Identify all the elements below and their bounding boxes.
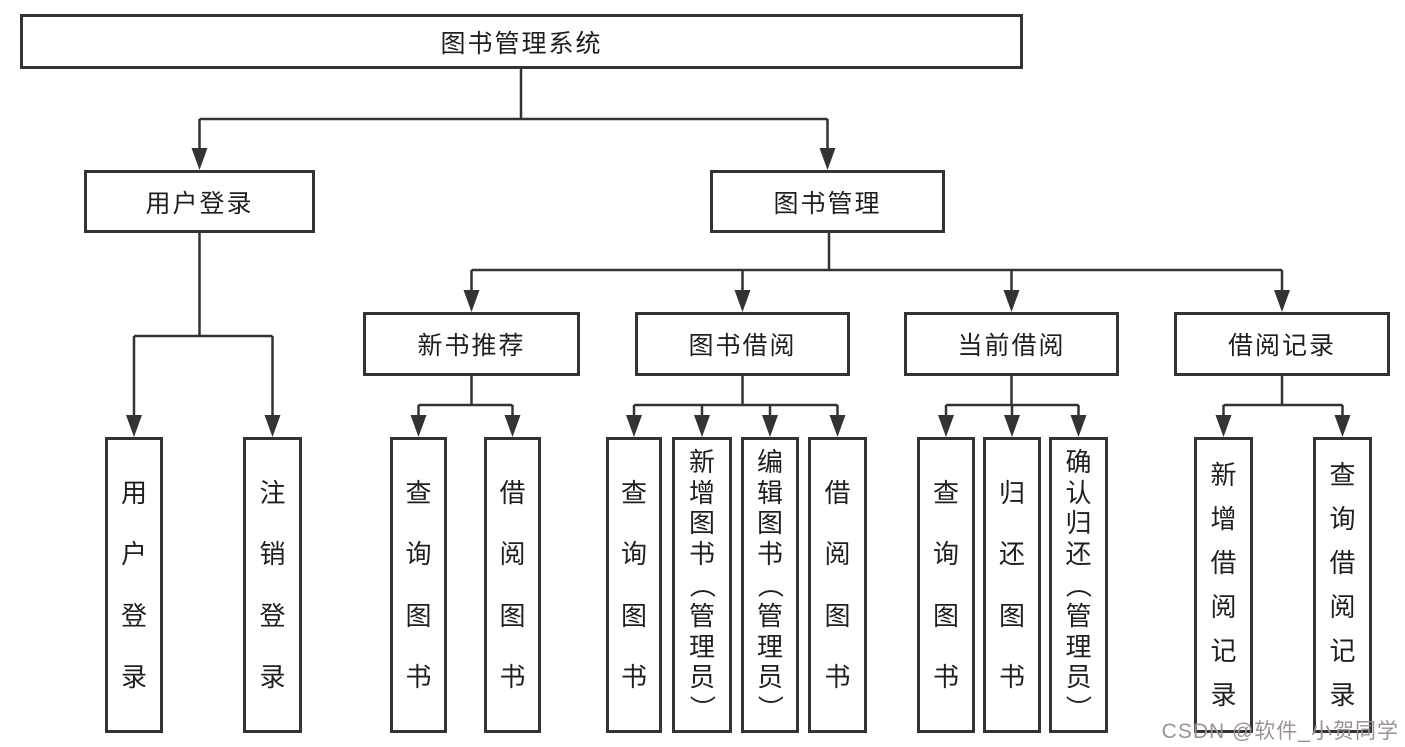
leaf-query-borrow-record: 查询借阅记录 xyxy=(1313,437,1372,733)
arrowheads xyxy=(126,148,1351,437)
node-book-borrow: 图书借阅 xyxy=(635,312,850,376)
connector-current-to-leaves xyxy=(944,376,1080,417)
leaf-query-books-3: 查询图书 xyxy=(917,437,975,733)
connector-root-to-level2 xyxy=(198,68,829,150)
connector-userlogin-to-leaves xyxy=(132,233,274,417)
leaf-return-books: 归还图书 xyxy=(983,437,1041,733)
leaf-query-books-2: 查询图书 xyxy=(606,437,662,733)
leaf-edit-books-admin: 编辑图书（管理员） xyxy=(741,437,799,733)
connector-bookmgmt-to-level3 xyxy=(470,233,1284,292)
node-new-book-recommend: 新书推荐 xyxy=(363,312,580,376)
leaf-logout: 注销登录 xyxy=(243,437,302,733)
leaf-borrow-books-1: 借阅图书 xyxy=(484,437,541,733)
node-user-login: 用户登录 xyxy=(84,170,315,233)
leaf-borrow-books-2: 借阅图书 xyxy=(808,437,867,733)
node-book-management: 图书管理 xyxy=(710,170,945,233)
node-root-library-system: 图书管理系统 xyxy=(20,14,1023,69)
connector-record-to-leaves xyxy=(1222,376,1344,417)
leaf-add-borrow-record: 新增借阅记录 xyxy=(1194,437,1253,733)
node-current-borrow: 当前借阅 xyxy=(904,312,1119,376)
csdn-watermark: CSDN @软件_小贺同学 xyxy=(1161,720,1399,743)
leaf-confirm-return-admin: 确认归还（管理员） xyxy=(1049,437,1108,733)
node-borrow-record: 借阅记录 xyxy=(1174,312,1390,376)
connector-newbook-to-leaves xyxy=(417,376,514,417)
connector-borrow-to-leaves xyxy=(632,376,839,417)
leaf-user-login: 用户登录 xyxy=(105,437,163,733)
leaf-add-books-admin: 新增图书（管理员） xyxy=(672,437,732,733)
leaf-query-books-1: 查询图书 xyxy=(390,437,447,733)
